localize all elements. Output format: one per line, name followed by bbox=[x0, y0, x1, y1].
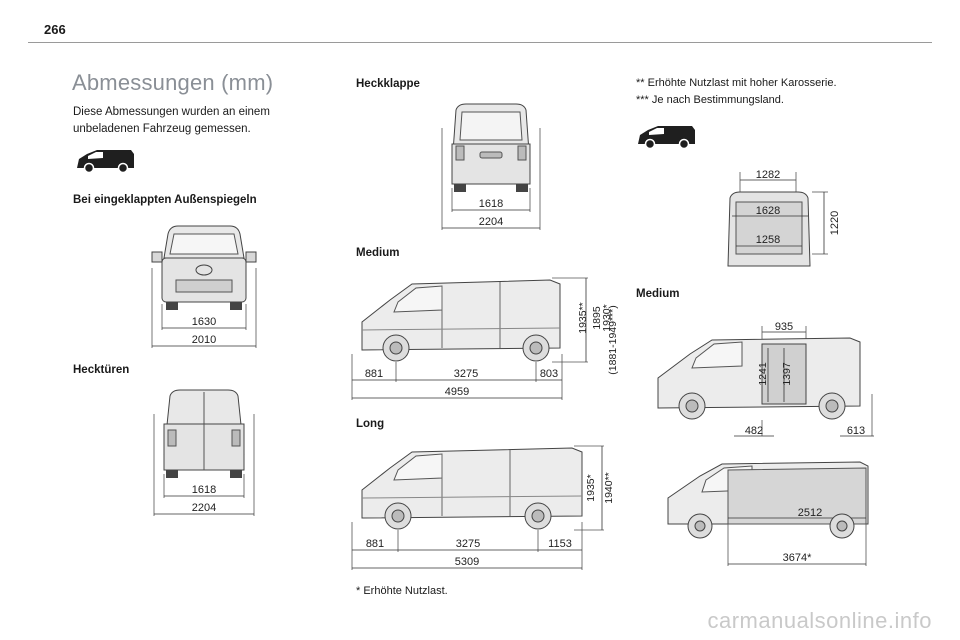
front-width-label: 1630 bbox=[192, 316, 216, 328]
rear-doors-heading: Hecktüren bbox=[73, 364, 130, 376]
cargo-interior-height: 1397 bbox=[781, 362, 793, 386]
cargo-side-diagram: 935 1241 1397 482 613 bbox=[657, 321, 874, 437]
long-wheelbase: 3275 bbox=[456, 538, 480, 550]
rear-doors-mirror-width-label: 2204 bbox=[192, 502, 216, 514]
footnote-payload: * Erhöhte Nutzlast. bbox=[356, 585, 448, 597]
cargo-door-opening-width: 935 bbox=[775, 321, 793, 333]
long-height-2: 1940** bbox=[603, 472, 615, 504]
cargo-wheel-arch-width: 1258 bbox=[756, 234, 780, 246]
footnote-high-body: ** Erhöhte Nutzlast mit hoher Karosserie… bbox=[636, 77, 837, 89]
long-front-overhang: 881 bbox=[366, 538, 384, 550]
section-title: Abmessungen (mm) bbox=[72, 70, 274, 95]
long-total-length: 5309 bbox=[455, 556, 479, 568]
cargo-door-opening-height: 1241 bbox=[757, 362, 769, 386]
van-silhouette-icon bbox=[638, 126, 695, 150]
tailgate-width-label: 1618 bbox=[479, 198, 503, 210]
tailgate-mirror-width-label: 2204 bbox=[479, 216, 503, 228]
cargo-door-height: 1220 bbox=[829, 211, 841, 235]
cargo-max-load-length: 3674* bbox=[783, 552, 812, 564]
van-silhouette-icon bbox=[77, 150, 134, 174]
medium-height-1: 1895 bbox=[591, 306, 603, 330]
long-heading: Long bbox=[356, 418, 385, 430]
cargo-rear-diagram: 1282 1628 1258 1220 bbox=[727, 169, 841, 267]
rear-doors-diagram: 1618 2204 bbox=[153, 389, 255, 516]
front-mirror-width-label: 2010 bbox=[192, 334, 216, 346]
intro-text: Diese Abmessungen wurden an einem unbela… bbox=[73, 106, 270, 135]
long-height-1: 1935* bbox=[585, 474, 597, 501]
cargo-roof-width: 1282 bbox=[756, 169, 780, 181]
mirrors-heading: Bei eingeklappten Außenspiegeln bbox=[73, 194, 257, 206]
cargo-max-width: 1628 bbox=[756, 205, 780, 217]
medium-height-4: (1881-1949***) bbox=[607, 305, 619, 374]
medium-height-3: 1935** bbox=[577, 302, 589, 334]
medium-total-length: 4959 bbox=[445, 386, 469, 398]
long-rear-overhang: 1153 bbox=[548, 538, 572, 550]
rear-doors-width-label: 1618 bbox=[192, 484, 216, 496]
cargo-floor-diagram: 2512 3674* bbox=[667, 461, 869, 566]
watermark: carmanualsonline.info bbox=[707, 608, 932, 633]
medium-front-overhang: 881 bbox=[365, 368, 383, 380]
header-divider bbox=[28, 42, 932, 43]
footnote-country: *** Je nach Bestimmungsland. bbox=[636, 94, 784, 106]
tailgate-heading: Heckklappe bbox=[356, 78, 420, 90]
medium-wheelbase: 3275 bbox=[454, 368, 478, 380]
cargo-floor-length: 2512 bbox=[798, 507, 822, 519]
long-side-diagram: 1935* 1940** 881 3275 1153 5309 bbox=[351, 445, 615, 570]
tailgate-diagram: 1618 2204 bbox=[441, 103, 541, 230]
page-number: 266 bbox=[44, 22, 66, 37]
medium-side-diagram: 1895 1930* 1935** (1881-1949***) 881 327… bbox=[351, 277, 619, 400]
cargo-sill-height: 482 bbox=[745, 425, 763, 437]
medium-heading: Medium bbox=[356, 247, 400, 259]
cargo-medium-heading: Medium bbox=[636, 288, 680, 300]
front-view-diagram: 1630 2010 bbox=[151, 225, 257, 348]
medium-height-2: 1930* bbox=[601, 304, 613, 331]
cargo-load-sill-height: 613 bbox=[847, 425, 865, 437]
medium-rear-overhang: 803 bbox=[540, 368, 558, 380]
